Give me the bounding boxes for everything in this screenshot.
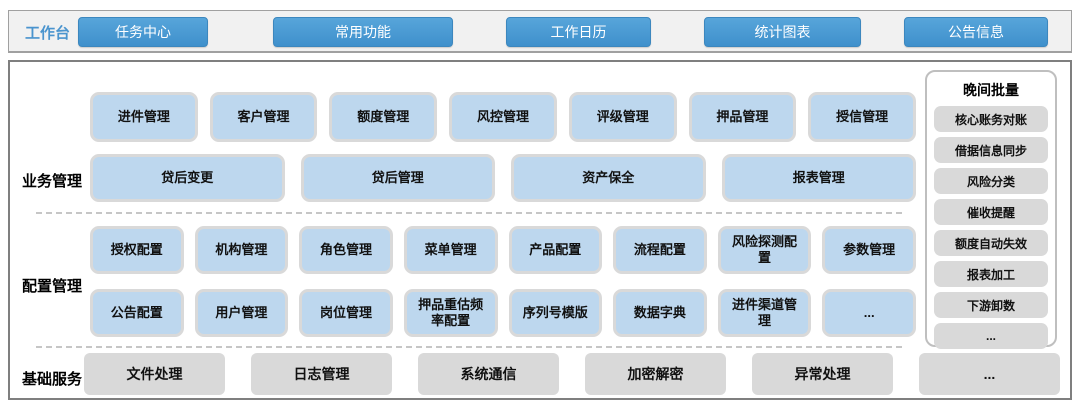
topbar-button-task-center[interactable]: 任务中心 bbox=[78, 17, 208, 47]
module-box-intake-channel-mgmt[interactable]: 进件渠道管理 bbox=[717, 289, 812, 337]
workbench-bar: 工作台 任务中心 常用功能 工作日历 统计图表 公告信息 bbox=[8, 10, 1072, 53]
module-box-risk-control-mgmt[interactable]: 风控管理 bbox=[449, 92, 557, 142]
module-box-asset-preservation[interactable]: 资产保全 bbox=[511, 154, 706, 202]
main-panel: 业务管理 配置管理 基础服务 进件管理 客户管理 额度管理 风控管理 评级管理 … bbox=[8, 60, 1072, 400]
module-box-postloan-change[interactable]: 贷后变更 bbox=[90, 154, 285, 202]
batch-item-collection-reminder[interactable]: 催收提醒 bbox=[934, 199, 1048, 225]
batch-item-risk-classification[interactable]: 风险分类 bbox=[934, 168, 1048, 194]
module-box-intake-mgmt[interactable]: 进件管理 bbox=[90, 92, 198, 142]
topbar-button-announcements[interactable]: 公告信息 bbox=[904, 17, 1048, 47]
service-box-more[interactable]: ... bbox=[919, 353, 1060, 395]
module-box-announce-config[interactable]: 公告配置 bbox=[90, 289, 184, 337]
section-divider-2 bbox=[36, 346, 902, 348]
batch-item-downstream-export[interactable]: 下游卸数 bbox=[934, 292, 1048, 318]
module-box-menu-mgmt[interactable]: 菜单管理 bbox=[403, 226, 498, 274]
module-box-credit-mgmt[interactable]: 授信管理 bbox=[808, 92, 916, 142]
module-box-auth-config[interactable]: 授权配置 bbox=[90, 226, 184, 274]
night-batch-panel: 晚间批量 核心账务对账 借据信息同步 风险分类 催收提醒 额度自动失效 报表加工… bbox=[925, 70, 1057, 349]
business-row-1: 进件管理 客户管理 额度管理 风控管理 评级管理 押品管理 授信管理 bbox=[90, 92, 916, 142]
business-row-2: 贷后变更 贷后管理 资产保全 报表管理 bbox=[90, 154, 916, 202]
module-box-process-config[interactable]: 流程配置 bbox=[613, 226, 707, 274]
workbench-label: 工作台 bbox=[25, 25, 71, 42]
module-box-product-config[interactable]: 产品配置 bbox=[508, 226, 603, 274]
night-batch-title: 晚间批量 bbox=[963, 82, 1019, 98]
batch-item-quota-auto-expire[interactable]: 额度自动失效 bbox=[934, 230, 1048, 256]
module-box-post-mgmt[interactable]: 岗位管理 bbox=[299, 289, 393, 337]
module-box-rating-mgmt[interactable]: 评级管理 bbox=[568, 92, 677, 142]
module-box-user-mgmt[interactable]: 用户管理 bbox=[194, 289, 289, 337]
module-box-quota-mgmt[interactable]: 额度管理 bbox=[329, 92, 438, 142]
module-box-config-more[interactable]: ... bbox=[822, 289, 916, 337]
config-row-1: 授权配置 机构管理 角色管理 菜单管理 产品配置 流程配置 风险探测配置 参数管… bbox=[90, 226, 916, 274]
module-box-org-mgmt[interactable]: 机构管理 bbox=[194, 226, 289, 274]
service-box-exception-handling[interactable]: 异常处理 bbox=[752, 353, 893, 395]
base-services-row: 文件处理 日志管理 系统通信 加密解密 异常处理 ... bbox=[84, 353, 1060, 395]
batch-item-iou-info-sync[interactable]: 借据信息同步 bbox=[934, 137, 1048, 163]
service-box-system-comm[interactable]: 系统通信 bbox=[418, 353, 559, 395]
section-label-base: 基础服务 bbox=[22, 371, 83, 388]
module-box-risk-detect-config[interactable]: 风险探测配置 bbox=[717, 226, 812, 274]
service-box-encrypt-decrypt[interactable]: 加密解密 bbox=[585, 353, 726, 395]
module-box-collateral-reval-freq[interactable]: 押品重估频率配置 bbox=[403, 289, 498, 337]
module-box-collateral-mgmt[interactable]: 押品管理 bbox=[688, 92, 797, 142]
topbar-button-common-functions[interactable]: 常用功能 bbox=[273, 17, 453, 47]
config-row-2: 公告配置 用户管理 岗位管理 押品重估频率配置 序列号模版 数据字典 进件渠道管… bbox=[90, 289, 916, 337]
module-box-data-dict[interactable]: 数据字典 bbox=[613, 289, 707, 337]
batch-item-report-processing[interactable]: 报表加工 bbox=[934, 261, 1048, 287]
module-box-role-mgmt[interactable]: 角色管理 bbox=[299, 226, 393, 274]
section-label-config: 配置管理 bbox=[22, 278, 83, 295]
batch-item-core-account-recon[interactable]: 核心账务对账 bbox=[934, 106, 1048, 132]
topbar-button-work-calendar[interactable]: 工作日历 bbox=[506, 17, 651, 47]
module-box-param-mgmt[interactable]: 参数管理 bbox=[822, 226, 916, 274]
service-box-log-mgmt[interactable]: 日志管理 bbox=[251, 353, 392, 395]
section-label-business: 业务管理 bbox=[22, 173, 83, 190]
batch-item-more[interactable]: ... bbox=[934, 323, 1048, 349]
module-box-postloan-mgmt[interactable]: 贷后管理 bbox=[300, 154, 495, 202]
topbar-button-statistics-charts[interactable]: 统计图表 bbox=[704, 17, 861, 47]
service-box-file-processing[interactable]: 文件处理 bbox=[84, 353, 225, 395]
module-box-serial-template[interactable]: 序列号模版 bbox=[508, 289, 603, 337]
module-box-customer-mgmt[interactable]: 客户管理 bbox=[209, 92, 318, 142]
section-divider-1 bbox=[36, 212, 902, 214]
module-box-report-mgmt[interactable]: 报表管理 bbox=[721, 154, 916, 202]
